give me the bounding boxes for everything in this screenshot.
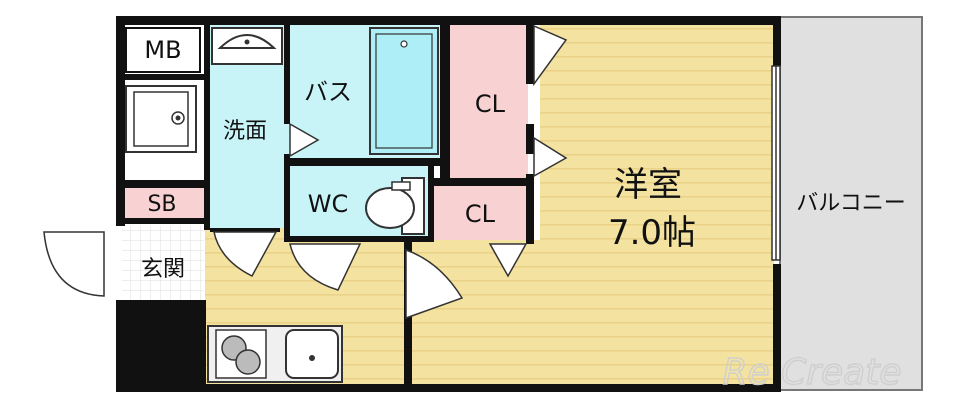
- wash-basin-icon: [211, 27, 283, 65]
- toilet-icon: [365, 177, 425, 235]
- washroom-label: 洗面: [223, 119, 267, 144]
- balcony-label: バルコニー: [796, 191, 906, 216]
- doors: [43, 24, 781, 320]
- bath-label: バス: [304, 78, 352, 106]
- western-room-size-label: 7.0帖: [608, 213, 696, 253]
- shoe-box-area: [122, 188, 204, 218]
- washing-machine-icon: [125, 85, 197, 153]
- kitchen-counter: [207, 325, 343, 383]
- entrance-label: 玄関: [141, 257, 185, 282]
- mb-box: [125, 27, 201, 73]
- balcony: [779, 16, 923, 391]
- bathtub-icon: [369, 27, 439, 155]
- closet-lower-label: CL: [465, 200, 496, 228]
- closet-lower: [434, 186, 528, 240]
- wc-label: WC: [308, 190, 349, 218]
- western-room-name-label: 洋室: [614, 165, 682, 205]
- closet-upper-label: CL: [475, 90, 506, 118]
- closet-upper: [450, 24, 528, 178]
- shoe-box-label: SB: [147, 192, 176, 217]
- entrance-floor: [122, 226, 204, 300]
- western-room-floor-lower: [410, 240, 774, 384]
- mb-label: MB: [144, 36, 181, 64]
- watermark: Re Create: [722, 352, 901, 393]
